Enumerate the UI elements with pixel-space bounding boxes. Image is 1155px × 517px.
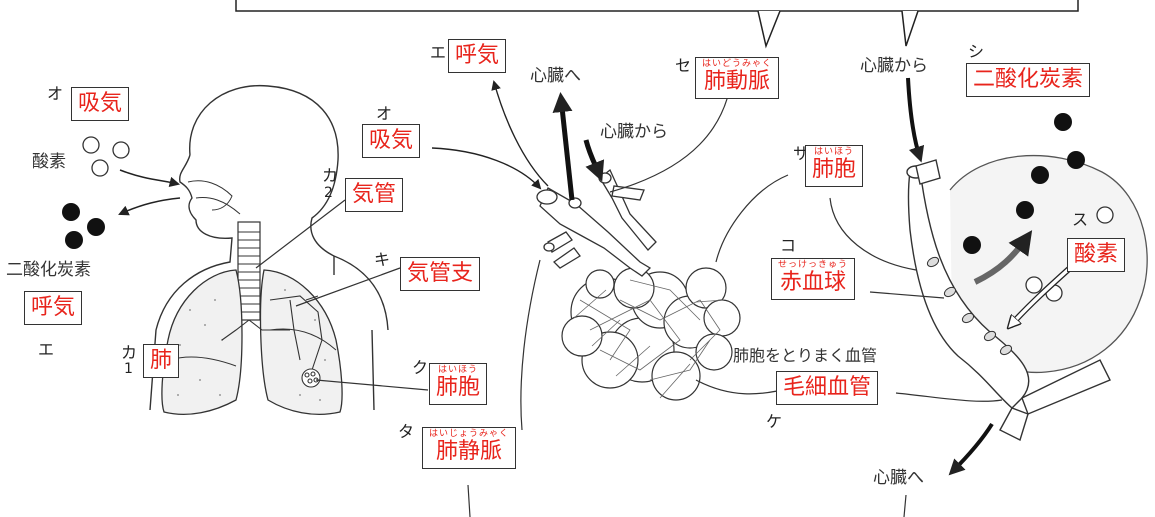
answer-box-capillary: 毛細血管: [776, 371, 879, 405]
answer-text: 気管: [352, 182, 397, 207]
answer-box-exhale-center: 呼気: [448, 39, 507, 73]
co2-release-arrow: [973, 230, 1033, 285]
answer-text: 酸素: [1074, 242, 1119, 267]
marker-ka1: カ: [121, 343, 138, 362]
leader-lines-left: [255, 199, 429, 391]
answer-box-lung: 肺: [143, 344, 180, 378]
marker-o-center: オ: [376, 104, 393, 123]
oxygen-molecules-right: [1025, 206, 1114, 302]
marker-ta: タ: [398, 422, 415, 441]
marker-e-center: エ: [430, 43, 447, 62]
answer-text: 肺静脈: [436, 439, 503, 464]
label-from-heart-right: 心臓から: [860, 56, 928, 76]
answer-text: 肺胞: [812, 157, 857, 182]
bronchi: [221, 295, 323, 388]
alveoli-cluster: [561, 267, 741, 401]
marker-ka2-num: 2: [324, 185, 333, 201]
furigana: はいほう: [814, 147, 855, 157]
callout-pointer: [757, 10, 781, 49]
to-heart-flow-arrow: [552, 92, 575, 201]
answer-text: 呼気: [31, 295, 76, 320]
marker-se: セ: [675, 56, 692, 75]
inhale-arrow-left: [119, 169, 181, 188]
marker-ku: ク: [412, 358, 429, 377]
label-surrounding-vessel: 肺胞をとりまく血管: [733, 346, 878, 365]
inhale-air-arrow: [431, 147, 542, 190]
label-from-heart-center: 心臓から: [600, 122, 668, 142]
from-heart-arrow-right: [906, 77, 925, 163]
question-box-frame: [235, 0, 1079, 12]
answer-box-trachea: 気管: [345, 178, 404, 212]
furigana: はいほう: [438, 365, 479, 375]
answer-box-inhale-left: 吸気: [71, 87, 130, 121]
answer-text: 毛細血管: [783, 375, 872, 400]
lung-texture: [177, 289, 326, 401]
co2-molecules-right: [963, 113, 1085, 254]
to-heart-arrow-right: [948, 422, 994, 476]
answer-box-oxygen: 酸素: [1067, 238, 1126, 272]
label-to-heart-center: 心臓へ: [530, 66, 581, 86]
marker-o-left: オ: [47, 84, 64, 103]
marker-ka2: カ: [322, 166, 339, 185]
answer-text: 吸気: [78, 91, 123, 116]
co2-molecules-left: [62, 203, 105, 249]
leader-lines-right: [829, 197, 1003, 402]
callout-pointer-right: [901, 10, 919, 47]
trachea: [237, 221, 261, 321]
label-co2-left: 二酸化炭素: [6, 260, 91, 280]
furigana: はいじょうみゃく: [429, 429, 510, 439]
left-lungs: [161, 269, 343, 415]
furigana: はいどうみゃく: [702, 59, 773, 69]
answer-text: 肺: [150, 348, 173, 373]
bronchiole: [536, 168, 657, 277]
answer-box-pulmonary-artery: はいどうみゃく 肺動脈: [695, 57, 780, 99]
answer-text: 肺動脈: [704, 69, 771, 94]
marker-ke: ケ: [766, 412, 783, 431]
furigana: せっけっきゅう: [778, 260, 849, 270]
marker-ko: コ: [780, 236, 797, 255]
label-oxygen-left: 酸素: [32, 152, 66, 172]
answer-box-alveolus-ku: はいほう 肺胞: [429, 363, 488, 405]
answer-text: 吸気: [369, 128, 414, 153]
label-to-heart-right: 心臓へ: [873, 468, 924, 488]
answer-box-bronchus: 気管支: [400, 257, 481, 291]
red-blood-cells: [926, 256, 1013, 356]
exhale-air-arrow: [491, 80, 549, 187]
alveoli-capillary-net: [573, 279, 725, 399]
exhale-arrow-left: [118, 197, 181, 216]
capillary-vessel: [906, 159, 1111, 441]
answer-box-exhale-left: 呼気: [24, 291, 83, 325]
answer-text: 呼気: [455, 43, 500, 68]
answer-text: 気管支: [407, 261, 474, 286]
marker-ka1-num: 1: [124, 361, 133, 377]
answer-box-co2: 二酸化炭素: [966, 63, 1091, 97]
answer-box-pulmonary-vein: はいじょうみゃく 肺静脈: [422, 427, 517, 469]
answer-text: 肺胞: [436, 375, 481, 400]
marker-ki: キ: [374, 250, 391, 269]
oxygen-molecules-left: [82, 136, 130, 177]
answer-box-alveolus-sa: はいほう 肺胞: [805, 145, 864, 187]
marker-su: ス: [1072, 210, 1089, 229]
oxygen-uptake-arrow-inner: [1010, 266, 1072, 326]
marker-shi: シ: [968, 42, 985, 61]
answer-box-red-blood-cell: せっけっきゅう 赤血球: [771, 258, 856, 300]
marker-e-left: エ: [38, 340, 55, 359]
answer-box-inhale-center: 吸気: [362, 124, 421, 158]
answer-text: 二酸化炭素: [973, 67, 1084, 92]
answer-text: 赤血球: [780, 270, 847, 295]
from-heart-flow-arrow: [583, 139, 605, 182]
